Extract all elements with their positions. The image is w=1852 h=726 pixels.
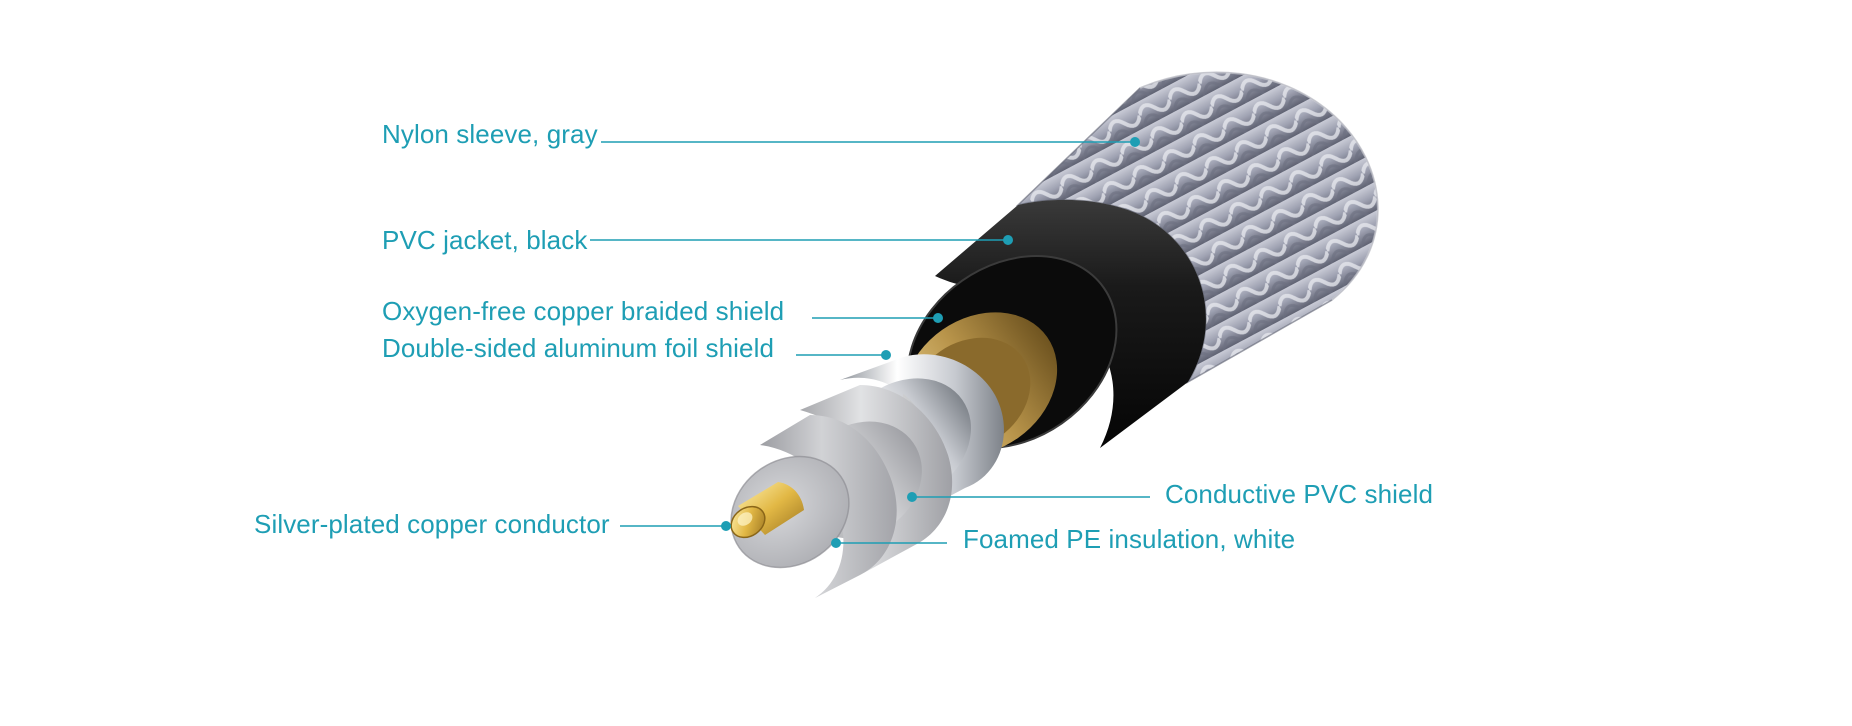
- leader-dot-pvc-jacket: [1003, 235, 1013, 245]
- leader-dot-copper: [933, 313, 943, 323]
- label-aluminum-foil-shield: Double-sided aluminum foil shield: [382, 333, 775, 363]
- label-foamed-pe-insulation: Foamed PE insulation, white: [963, 524, 1296, 554]
- conductor-pin: [730, 482, 804, 539]
- label-copper-braided-shield: Oxygen-free copper braided shield: [382, 296, 785, 326]
- leader-dot-nylon: [1130, 137, 1140, 147]
- label-conductive-pvc-shield: Conductive PVC shield: [1165, 479, 1434, 509]
- label-pvc-jacket: PVC jacket, black: [382, 225, 588, 255]
- leader-dot-conductive: [907, 492, 917, 502]
- label-nylon-sleeve: Nylon sleeve, gray: [382, 119, 598, 149]
- leader-lines: [590, 137, 1150, 548]
- label-conductor: Silver-plated copper conductor: [254, 509, 610, 539]
- leader-dot-conductor: [721, 521, 731, 531]
- leader-dot-foamed: [831, 538, 841, 548]
- leader-dot-foil: [881, 350, 891, 360]
